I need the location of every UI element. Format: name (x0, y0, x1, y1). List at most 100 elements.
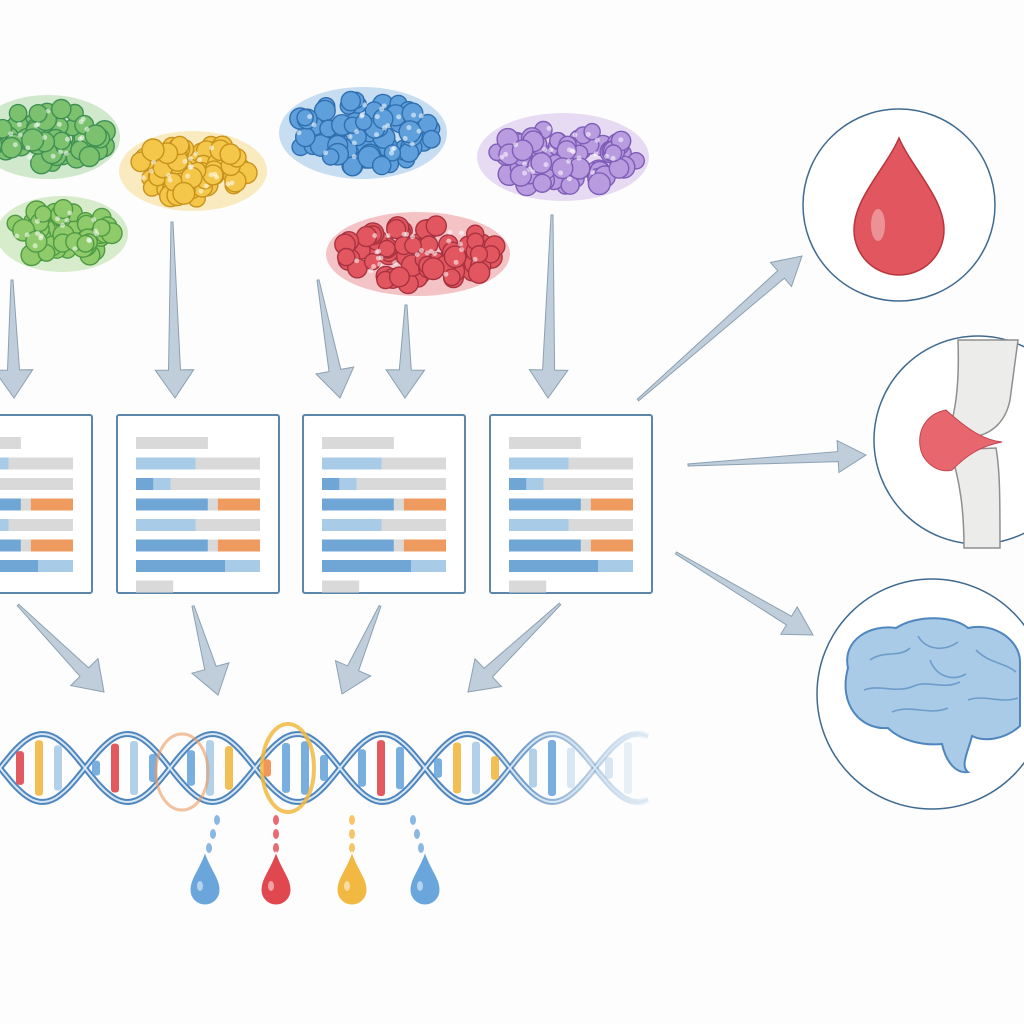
dna-pendant-4 (409, 815, 441, 906)
arrow-to-dna-2 (190, 605, 230, 696)
cell-highlight (379, 106, 385, 112)
arrow-down-5 (528, 214, 569, 399)
cell-highlight (372, 233, 378, 239)
cell-highlight (56, 121, 62, 127)
brain-fold (917, 635, 959, 649)
data-panel-3 (302, 414, 466, 594)
cell-highlight (447, 229, 453, 235)
panel-bar (322, 457, 382, 470)
panel-bar (322, 437, 394, 449)
pendant-link (273, 815, 279, 825)
cell-highlight (610, 155, 616, 161)
arrow-shape (687, 439, 868, 474)
pendant-link (214, 815, 220, 825)
panel-bar (381, 457, 446, 470)
panel-bar (339, 478, 357, 490)
cell-highlight (17, 132, 23, 138)
arrow-shape (0, 279, 34, 399)
cell-highlight (381, 125, 387, 131)
cell-cluster-yellow (119, 131, 267, 211)
panel-bar (509, 539, 581, 552)
panel-bar (580, 498, 591, 511)
cell-highlight (432, 251, 438, 256)
dna-base-pair (263, 759, 271, 777)
arrow-shape (636, 255, 803, 402)
pendant-shine (344, 881, 350, 891)
cell-highlight (409, 141, 415, 147)
cell-highlight (25, 145, 31, 151)
panel-bar (30, 498, 73, 511)
panel-bar (381, 519, 446, 531)
cell-highlight (311, 122, 317, 128)
cell-highlight (148, 168, 154, 174)
panel-bar (217, 539, 260, 552)
cell (78, 145, 101, 168)
cell-highlight (182, 158, 188, 164)
cell-cluster-green-2 (0, 196, 128, 272)
panel-bar (568, 519, 633, 531)
dna-base-pair (605, 757, 613, 779)
panel-bar (322, 519, 382, 531)
cell-highlight (35, 230, 40, 236)
dna-base-pair (472, 741, 480, 795)
cell-highlight (410, 234, 415, 240)
cell (34, 205, 52, 223)
cell-highlight (193, 151, 199, 157)
cell-highlight (203, 183, 209, 189)
cell-highlight (458, 230, 464, 236)
cell-highlight (79, 135, 85, 141)
panel-bar (0, 498, 21, 511)
cell-highlight (558, 170, 564, 176)
arrow-shape (190, 605, 230, 696)
cell-highlight (67, 210, 73, 216)
cell-highlight (446, 238, 452, 244)
cell-highlight (548, 147, 554, 153)
cell (371, 155, 392, 176)
cell (442, 268, 461, 287)
cell (219, 143, 241, 165)
cell-highlight (225, 181, 231, 187)
panel-bar (0, 437, 21, 449)
cell-highlight (403, 231, 409, 237)
panel-bar (225, 560, 260, 572)
panel-bar (136, 457, 196, 470)
panel-bar (217, 498, 260, 511)
cell (532, 173, 552, 194)
cell-highlight (566, 176, 572, 182)
dna-strand-a-shine (0, 732, 649, 804)
cell-highlight (60, 222, 66, 228)
arrow-shape (314, 279, 355, 399)
cell-highlight (618, 137, 624, 143)
data-panel-1 (0, 414, 93, 594)
cell-highlight (151, 159, 157, 165)
cell-highlight (522, 161, 528, 167)
cell-highlight (34, 218, 40, 224)
cell (425, 215, 447, 237)
cell-highlight (45, 108, 51, 114)
arrow-down-3 (314, 279, 355, 399)
panel-bar (322, 478, 340, 490)
cell-highlight (472, 256, 478, 262)
cell-highlight (32, 243, 38, 249)
dna-strand-b-shine (0, 732, 649, 804)
cell-highlight (362, 102, 368, 108)
dna-base-pair (225, 746, 233, 790)
cell-highlight (209, 145, 215, 151)
panel-bar (509, 478, 527, 490)
panel-bar (403, 539, 446, 552)
data-panels (0, 414, 653, 594)
dna-pendant-2 (260, 815, 292, 906)
cell-highlight (374, 114, 380, 120)
cell-highlight (307, 114, 313, 120)
arrow-shape (334, 604, 382, 695)
cell (583, 122, 601, 141)
cell (386, 219, 407, 240)
cell-highlight (414, 252, 420, 258)
panel-bar (526, 478, 544, 490)
cell-highlight (392, 260, 398, 266)
arrow-to-brain (674, 551, 814, 636)
cell (587, 172, 611, 196)
pendant-link (414, 829, 420, 839)
cell (421, 129, 441, 149)
brain-icon (844, 617, 1021, 774)
